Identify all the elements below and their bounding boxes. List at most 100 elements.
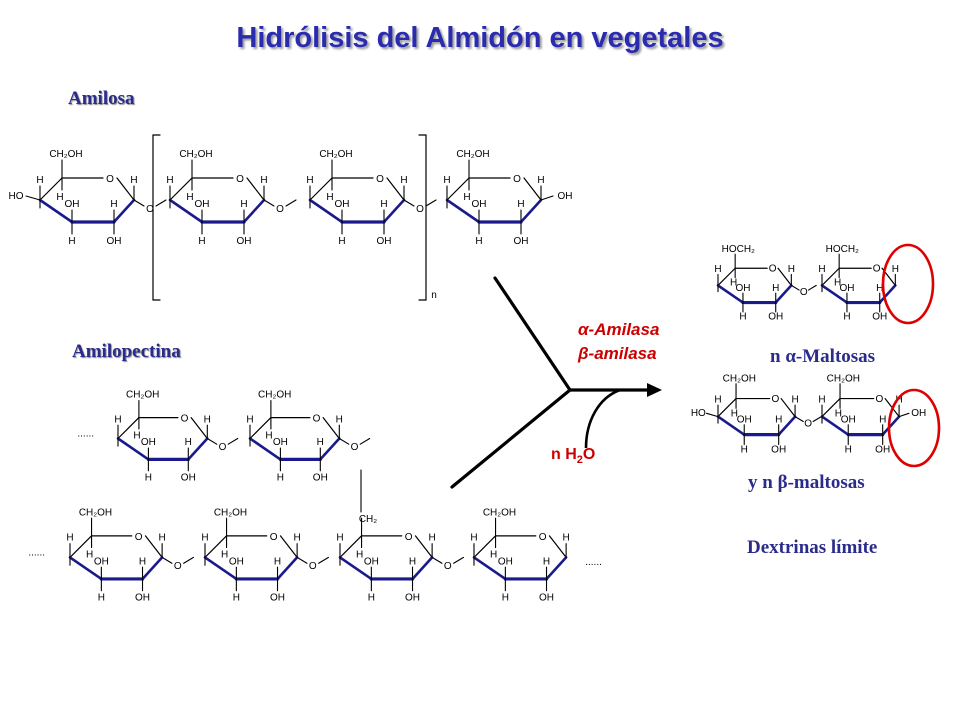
h-label: H [36, 175, 43, 186]
h-label: H [204, 414, 211, 425]
glycosidic-bond [425, 199, 437, 207]
glycosidic-bond [285, 199, 297, 207]
h-label: H [246, 414, 253, 425]
ring-bond [117, 417, 140, 440]
h-label: H [739, 312, 746, 323]
glycosidic-oxygen-label: O [219, 442, 227, 453]
ho-label: HO [9, 191, 24, 202]
enzyme-beta-amylase: β-amilasa [578, 342, 657, 366]
oh-label: OH [364, 556, 379, 567]
glycosidic-bond [206, 437, 218, 445]
ring-bond-bold [716, 284, 745, 304]
ring-bond [386, 177, 405, 201]
substituent-bond [25, 195, 41, 201]
ring-bond [39, 177, 63, 201]
h-label: H [772, 283, 779, 294]
ring-bond-bold [248, 437, 282, 461]
substituent-bond [898, 412, 910, 418]
h-label: H [400, 175, 407, 186]
oh-label: OH [141, 437, 156, 448]
ring-bond-bold [878, 284, 897, 304]
product-beta-maltose: y n β-maltosas [748, 472, 865, 493]
oh-label: OH [107, 236, 122, 247]
ring-bond [169, 177, 193, 201]
h-label: H [845, 445, 852, 456]
h-label: H [336, 533, 343, 544]
h-label: H [221, 549, 228, 560]
oh-label: OH [839, 283, 854, 294]
glycosidic-bond [161, 556, 173, 564]
h-label: H [294, 533, 301, 544]
ring-bond-bold [545, 556, 568, 581]
ring-bond-bold [820, 415, 850, 436]
h-label: H [186, 192, 193, 203]
ring-bond [279, 535, 298, 559]
ring-bond [69, 535, 93, 559]
enzyme-alpha-amylase: α-Amilasa [578, 318, 659, 342]
ring-bond [821, 397, 841, 418]
ring-bond-bold [338, 556, 373, 581]
oh-label: OH [65, 199, 80, 210]
glycosidic-oxygen-label: O [276, 204, 284, 215]
ch2oh-label: CH₂OH [456, 149, 489, 160]
h-label: H [110, 199, 117, 210]
glycosidic-oxygen-label: O [174, 561, 182, 572]
ring-bond-bold [276, 556, 299, 581]
enzyme-alpha-text: α-Amilasa [578, 320, 660, 339]
ring-bond-bold [68, 556, 103, 581]
highlight-circle-beta [887, 388, 941, 468]
oh-label: OH [377, 236, 392, 247]
water-subscript: 2 [576, 454, 583, 467]
h-label: H [409, 556, 416, 567]
h-label: H [66, 533, 73, 544]
oh-label: OH [237, 236, 252, 247]
glycosidic-bond [807, 284, 817, 291]
ring-bond [717, 267, 736, 286]
glycosidic-bond [812, 416, 822, 423]
ring-bond-bold [112, 198, 136, 224]
ring-bond-bold [472, 556, 507, 581]
h-label: H [56, 192, 63, 203]
ch2oh-label: HOCH₂ [722, 244, 755, 255]
h-label: H [741, 445, 748, 456]
h-label: H [775, 414, 782, 425]
h-label: H [317, 437, 324, 448]
h-label: H [843, 312, 850, 323]
h-label: H [336, 414, 343, 425]
h-label: H [240, 199, 247, 210]
glucose-ring: OCH₂OHHHOHHHOHH...... [470, 507, 602, 603]
glycosidic-oxygen-label: O [416, 204, 424, 215]
oh-label: OH [872, 312, 887, 323]
amylopectin-label: Amilopectina [72, 341, 181, 362]
ring-bond [414, 535, 433, 559]
ring-bond-bold [168, 198, 204, 224]
ring-oxygen-label: O [376, 174, 384, 185]
h-label: H [133, 431, 140, 442]
arrow-head [647, 383, 662, 397]
water-curved-arrow [584, 388, 621, 449]
ch2oh-label: CH₂OH [723, 373, 756, 384]
glycosidic-bond [403, 199, 415, 207]
ch2oh-label: HOCH₂ [826, 244, 859, 255]
ch2-label: CH₂ [359, 514, 377, 525]
h-label: H [260, 175, 267, 186]
ring-oxygen-label: O [181, 413, 189, 424]
h-label: H [463, 192, 470, 203]
water-label: n H2O [551, 446, 595, 466]
ring-bond-bold [242, 198, 266, 224]
h-label: H [159, 533, 166, 544]
ring-bond [309, 177, 333, 201]
oh-label: OH [472, 199, 487, 210]
glycosidic-bond [227, 437, 239, 445]
oh-label: OH [841, 414, 856, 425]
glycosidic-bond [318, 556, 330, 564]
h-label: H [233, 593, 240, 604]
ring-bond-bold [187, 437, 209, 461]
ring-bond-bold [445, 198, 481, 224]
